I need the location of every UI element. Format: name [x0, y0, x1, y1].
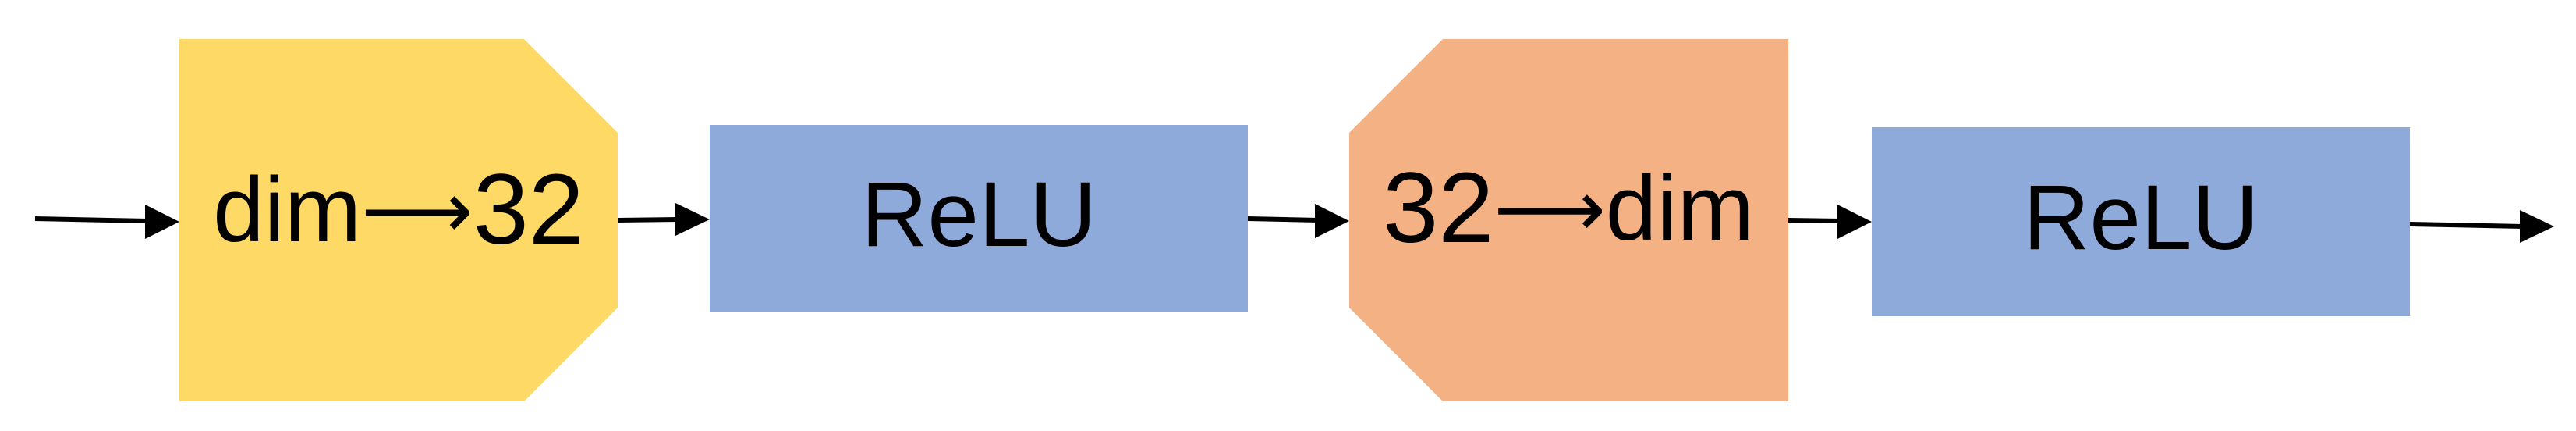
edge-relu-1-to-up-projection	[1247, 204, 1349, 238]
up-projection-label-from: 32	[1383, 152, 1494, 264]
edge-down-projection-to-relu-1	[617, 203, 710, 236]
down-projection-label-to: 32	[473, 154, 584, 265]
relu-1-label: ReLU	[861, 163, 1097, 266]
up-projection-node: 32⟶dim	[1349, 39, 1788, 401]
up-projection-arrow-glyph: ⟶	[1494, 166, 1605, 253]
output-arrow	[2409, 210, 2554, 243]
edge-up-projection-to-relu-2	[1788, 205, 1872, 239]
svg-text:32⟶dim: 32⟶dim	[1383, 152, 1754, 264]
relu-2-node: ReLU	[1872, 127, 2410, 316]
svg-text:dim⟶32: dim⟶32	[213, 154, 584, 265]
relu-1-shape	[710, 125, 1248, 312]
relu-1-node: ReLU	[710, 125, 1248, 312]
up-projection-shape	[1349, 39, 1788, 401]
input-arrow	[34, 205, 179, 239]
down-projection-arrow-glyph: ⟶	[361, 167, 473, 255]
relu-2-shape	[1872, 127, 2410, 316]
down-projection-node: dim⟶32	[179, 39, 618, 401]
down-projection-label-from: dim	[213, 159, 361, 262]
down-projection-shape	[179, 39, 618, 401]
up-projection-label-to: dim	[1606, 157, 1754, 260]
relu-2-label: ReLU	[2023, 166, 2259, 269]
